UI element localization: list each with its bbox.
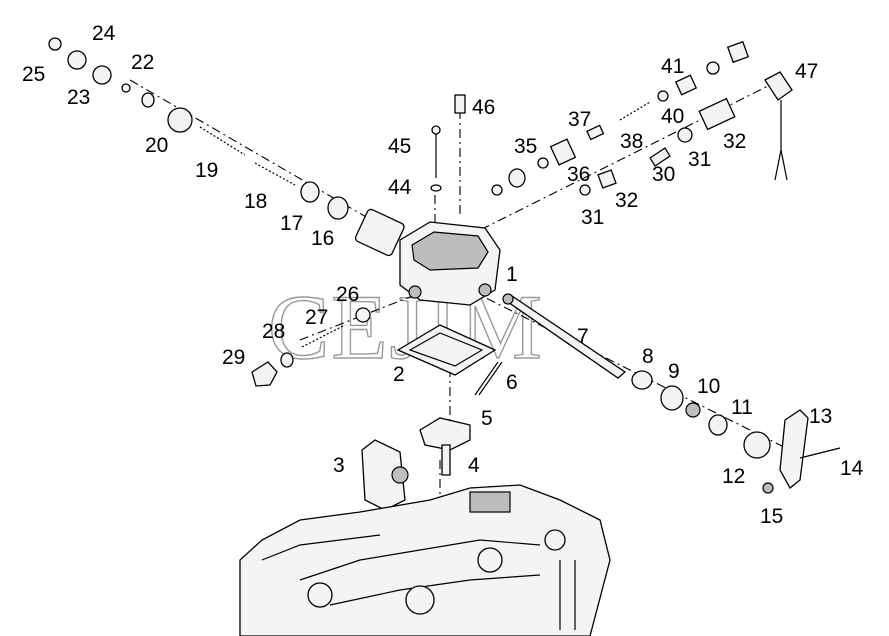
- label-25: 25: [22, 63, 45, 86]
- label-31b: 31: [688, 148, 711, 171]
- lower-left-parts: [251, 307, 371, 387]
- label-46: 46: [472, 96, 495, 119]
- label-45: 45: [388, 135, 411, 158]
- part-2-gasket: [396, 324, 497, 376]
- gearbox-casing: [239, 484, 611, 636]
- label-3: 3: [333, 454, 345, 477]
- label-2: 2: [393, 363, 405, 386]
- label-14: 14: [840, 457, 864, 480]
- label-13: 13: [809, 405, 832, 428]
- label-30: 30: [652, 163, 675, 186]
- right-parts: [631, 370, 841, 494]
- upper-right-parts: [430, 40, 793, 196]
- label-38: 38: [620, 130, 643, 153]
- label-29: 29: [222, 346, 245, 369]
- label-35: 35: [514, 135, 537, 158]
- label-6: 6: [506, 371, 518, 394]
- label-41: 41: [661, 55, 684, 78]
- label-20: 20: [145, 134, 168, 157]
- label-47: 47: [795, 60, 818, 83]
- label-40: 40: [661, 105, 684, 128]
- label-37: 37: [568, 108, 591, 131]
- label-18: 18: [244, 190, 267, 213]
- label-24: 24: [92, 22, 116, 45]
- label-23: 23: [67, 86, 90, 109]
- label-31a: 31: [581, 206, 604, 229]
- label-27: 27: [305, 306, 328, 329]
- assembly-lines: [129, 79, 791, 500]
- label-22: 22: [131, 51, 154, 74]
- label-26: 26: [336, 283, 359, 306]
- part-6-pin: [474, 361, 503, 396]
- label-32b: 32: [723, 130, 746, 153]
- label-10: 10: [697, 375, 720, 398]
- label-1: 1: [506, 263, 518, 286]
- label-28: 28: [262, 320, 285, 343]
- label-16: 16: [311, 227, 334, 250]
- label-44: 44: [388, 176, 412, 199]
- part-7-shaft: [502, 293, 627, 379]
- label-4: 4: [468, 454, 480, 477]
- part-5-lever: [419, 417, 471, 476]
- label-8: 8: [642, 345, 654, 368]
- label-5: 5: [481, 407, 493, 430]
- label-17: 17: [280, 212, 303, 235]
- label-7: 7: [577, 325, 589, 348]
- label-36: 36: [567, 163, 590, 186]
- label-11: 11: [731, 396, 753, 419]
- watermark-text: CEJIM: [268, 276, 544, 378]
- part-1-valve-housing: [354, 208, 501, 306]
- label-19: 19: [195, 159, 218, 182]
- label-32a: 32: [615, 189, 638, 212]
- label-12: 12: [722, 465, 745, 488]
- label-15: 15: [760, 505, 783, 528]
- label-9: 9: [668, 360, 680, 383]
- callout-labels: 1 2 3 4 5 6 7 8 9 10 11 12 13 14 15 16 1…: [22, 22, 864, 528]
- part-3-bracket: [361, 439, 409, 511]
- left-parts: [48, 37, 349, 220]
